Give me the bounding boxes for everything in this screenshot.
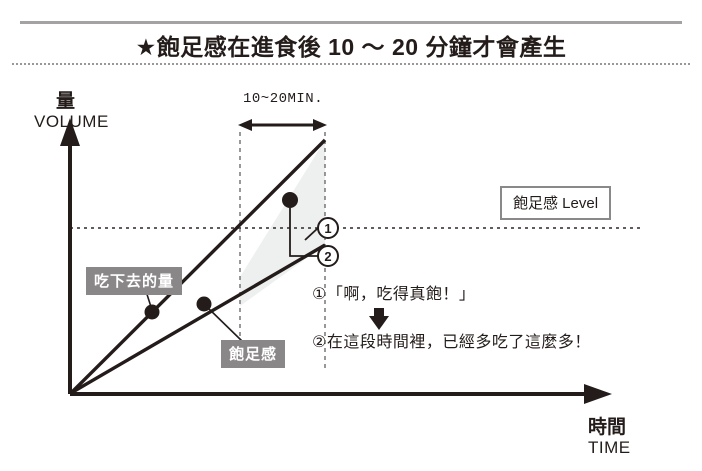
marker-1-badge: 1 [317, 217, 339, 239]
satiety-level-box: 飽足感 Level [500, 186, 612, 220]
title-star-icon: ★ [135, 34, 157, 60]
leader-marker-2 [289, 208, 318, 257]
note-two: ②在這段時間裡，已經多吃了這麼多！ [312, 334, 591, 351]
note-one: ①「啊，吃得真飽！」 [312, 286, 476, 303]
satiety-chart: 1 2 [60, 118, 642, 404]
dot-satiety [196, 296, 212, 312]
line-amount-eaten [69, 138, 327, 395]
dot-amount-eaten [144, 304, 160, 320]
tag-amount-eaten: 吃下去的量 [86, 267, 183, 295]
page-title: ★飽足感在進食後 10 ～ 20 分鐘才會產生 [0, 28, 702, 62]
marker-1-label: 1 [324, 221, 331, 236]
y-axis-label-cn: 量 [56, 91, 76, 112]
leader-marker-1 [304, 227, 319, 241]
marker-2-badge: 2 [317, 245, 339, 267]
top-rule-divider [20, 21, 682, 24]
line-satiety [70, 243, 326, 395]
down-arrow-icon [369, 308, 389, 330]
x-axis [70, 384, 612, 404]
title-text: 飽足感在進食後 10 ～ 20 分鐘才會產生 [156, 34, 567, 60]
leader-satiety [205, 305, 244, 343]
x-axis-label-cn: 時間 [588, 417, 627, 438]
tag-satiety: 飽足感 [221, 340, 286, 368]
dotted-divider [12, 63, 690, 65]
marker-2-label: 2 [324, 249, 331, 264]
duration-label: 10~20MIN. [243, 91, 324, 107]
excess-intake-shaded-region [240, 140, 325, 306]
y-axis [60, 118, 80, 394]
y-axis-label-en: VOLUME [34, 112, 109, 131]
duration-span-arrow [238, 119, 327, 131]
x-axis-label-en: TIME [588, 438, 631, 457]
dot-excess-top [282, 192, 298, 208]
